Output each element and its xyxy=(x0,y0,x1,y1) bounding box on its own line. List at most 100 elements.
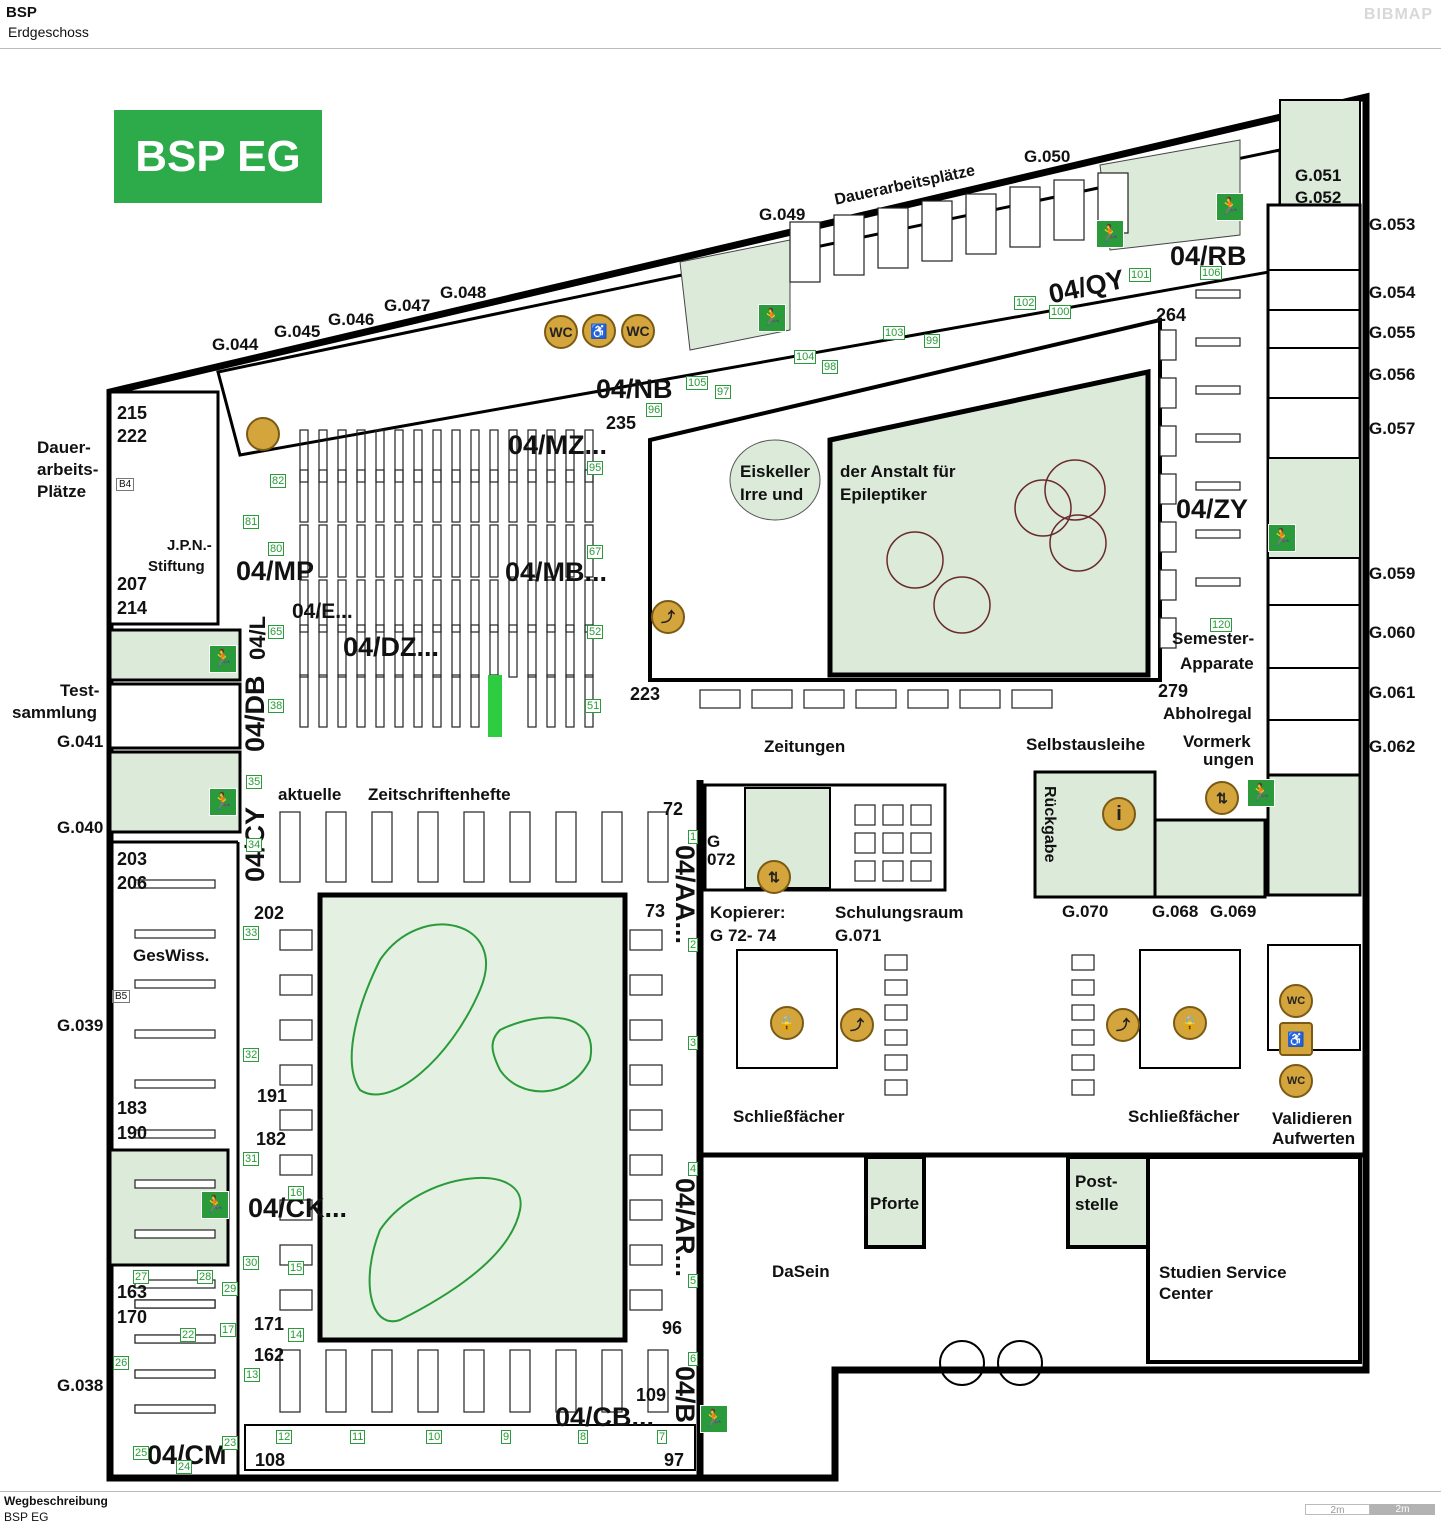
shelf-marker[interactable]: 95 xyxy=(587,461,604,475)
room-g060[interactable]: G.060 xyxy=(1369,623,1416,642)
room-g051[interactable]: G.051 xyxy=(1295,166,1342,185)
label-studien-1[interactable]: Studien Service xyxy=(1159,1263,1287,1282)
room-g072[interactable]: 072 xyxy=(707,850,736,869)
shelf-marker[interactable]: 22 xyxy=(180,1328,197,1342)
room-g054[interactable]: G.054 xyxy=(1369,283,1416,302)
room-g048[interactable]: G.048 xyxy=(440,283,487,302)
shelf-code-04-e[interactable]: 04/E... xyxy=(292,600,353,623)
wc-icon[interactable]: WC xyxy=(621,314,655,348)
shelf-code-04-nb[interactable]: 04/NB xyxy=(596,374,673,404)
shelf-marker[interactable]: 102 xyxy=(1014,296,1037,310)
shelf-marker[interactable]: 31 xyxy=(243,1152,260,1166)
shelf-marker[interactable]: 15 xyxy=(288,1261,305,1275)
shelf-marker[interactable]: 25 xyxy=(133,1446,150,1460)
shelf-marker[interactable]: 9 xyxy=(501,1430,512,1444)
shelf-marker[interactable]: 13 xyxy=(244,1368,261,1382)
room-g061[interactable]: G.061 xyxy=(1369,683,1416,702)
shelf-marker[interactable]: 35 xyxy=(246,775,263,789)
shelf-code-04-dz[interactable]: 04/DZ... xyxy=(343,632,440,662)
room-g049[interactable]: G.049 xyxy=(759,205,806,224)
accessible-wc-icon[interactable]: ♿ xyxy=(1279,1022,1313,1056)
room-g056[interactable]: G.056 xyxy=(1369,365,1416,384)
stairs-icon[interactable]: ⤴ xyxy=(1106,1008,1140,1042)
shelf-marker[interactable]: 24 xyxy=(176,1460,193,1474)
shelf-marker[interactable]: 34 xyxy=(246,838,263,852)
shelf-marker[interactable]: 98 xyxy=(822,360,839,374)
shelf-code-04-zy[interactable]: 04/ZY xyxy=(1176,494,1249,524)
shelf-marker[interactable]: 106 xyxy=(1200,266,1223,280)
shelf-marker[interactable]: 67 xyxy=(587,545,604,559)
room-g039[interactable]: G.039 xyxy=(57,1016,104,1035)
shelf-marker[interactable]: 104 xyxy=(794,350,817,364)
shelf-marker[interactable]: 51 xyxy=(585,699,602,713)
shelf-code-04-mb[interactable]: 04/MB... xyxy=(505,557,608,587)
shelf-marker[interactable]: 6 xyxy=(688,1352,699,1366)
shelf-marker[interactable]: 7 xyxy=(657,1430,668,1444)
shelf-code-04-b[interactable]: 04/B xyxy=(670,1366,700,1424)
shelf-marker[interactable]: 100 xyxy=(1049,305,1072,319)
shelf-marker[interactable]: 103 xyxy=(883,326,906,340)
shelf-marker[interactable]: 27 xyxy=(133,1270,150,1284)
room-g047[interactable]: G.047 xyxy=(384,296,431,315)
wc-icon[interactable]: WC xyxy=(1279,1064,1313,1098)
shelf-code-04-db[interactable]: 04/DB xyxy=(240,675,270,752)
shelf-marker[interactable]: 1 xyxy=(688,830,699,844)
shelf-marker[interactable]: 32 xyxy=(243,1048,260,1062)
shelf-marker[interactable]: 52 xyxy=(587,625,604,639)
shelf-marker[interactable]: 23 xyxy=(222,1436,239,1450)
room-g046[interactable]: G.046 xyxy=(328,310,375,329)
shelf-marker[interactable]: 11 xyxy=(350,1430,366,1444)
shelf-code-04-ar[interactable]: 04/AR... xyxy=(670,1178,700,1278)
room-g071[interactable]: G.071 xyxy=(835,926,882,945)
shelf-marker[interactable]: 101 xyxy=(1129,268,1152,282)
shelf-marker[interactable]: 80 xyxy=(268,542,285,556)
shelf-code-04-cb[interactable]: 04/CB... xyxy=(555,1402,655,1432)
shelf-marker[interactable]: 16 xyxy=(288,1186,305,1200)
info-icon[interactable]: i xyxy=(1102,797,1136,831)
shelf-code-04-mz[interactable]: 04/MZ... xyxy=(508,430,608,460)
shelf-marker[interactable]: 17 xyxy=(220,1323,237,1337)
elevator-icon[interactable]: ⇅ xyxy=(757,860,791,894)
stairs-icon[interactable]: ⤴ xyxy=(840,1008,874,1042)
shelf-marker[interactable]: 10 xyxy=(426,1430,443,1444)
shelf-marker[interactable]: 96 xyxy=(646,403,663,417)
room-g059[interactable]: G.059 xyxy=(1369,564,1416,583)
room-g044[interactable]: G.044 xyxy=(212,335,259,354)
shelf-marker[interactable]: 28 xyxy=(197,1270,214,1284)
shelf-marker[interactable]: 38 xyxy=(268,699,285,713)
room-g053[interactable]: G.053 xyxy=(1369,215,1416,234)
shelf-marker[interactable]: 12 xyxy=(276,1430,293,1444)
shelf-marker[interactable]: 8 xyxy=(578,1430,589,1444)
room-g055[interactable]: G.055 xyxy=(1369,323,1416,342)
shelf-marker[interactable]: 3 xyxy=(688,1036,699,1050)
room-g038[interactable]: G.038 xyxy=(57,1376,104,1395)
shelf-marker[interactable]: 65 xyxy=(268,625,285,639)
shelf-marker[interactable]: 14 xyxy=(288,1328,305,1342)
accessible-wc-icon[interactable]: ♿ xyxy=(582,314,616,348)
shelf-marker[interactable]: 5 xyxy=(688,1274,699,1288)
room-g057[interactable]: G.057 xyxy=(1369,419,1416,438)
baby-changing-icon[interactable] xyxy=(246,417,280,451)
label-dasein[interactable]: DaSein xyxy=(772,1262,830,1281)
elevator-icon[interactable]: ⇅ xyxy=(1205,781,1239,815)
shelf-marker[interactable]: 82 xyxy=(270,474,287,488)
shelf-marker[interactable]: 33 xyxy=(243,926,260,940)
shelf-code-04-mp[interactable]: 04/MP xyxy=(236,556,315,586)
shelf-marker[interactable]: 29 xyxy=(222,1282,239,1296)
shelf-marker[interactable]: 30 xyxy=(243,1256,260,1270)
room-g070[interactable]: G.070 xyxy=(1062,902,1109,921)
room-g041[interactable]: G.041 xyxy=(57,732,104,751)
shelf-code-04-aa[interactable]: 04/AA... xyxy=(670,845,700,945)
shelf-marker[interactable]: 4 xyxy=(688,1162,699,1176)
shelf-marker[interactable]: 105 xyxy=(686,376,709,390)
room-g062[interactable]: G.062 xyxy=(1369,737,1416,756)
wc-icon[interactable]: WC xyxy=(1279,984,1313,1018)
floor-plan-map[interactable] xyxy=(0,48,1441,1491)
stairs-icon[interactable]: ⤴ xyxy=(651,600,685,634)
room-g050[interactable]: G.050 xyxy=(1024,147,1071,166)
lock-icon[interactable]: 🔒 xyxy=(770,1006,804,1040)
shelf-marker[interactable]: 81 xyxy=(243,515,260,529)
room-g069[interactable]: G.069 xyxy=(1210,902,1257,921)
shelf-marker[interactable]: 2 xyxy=(688,938,699,952)
label-pforte[interactable]: Pforte xyxy=(870,1194,920,1213)
